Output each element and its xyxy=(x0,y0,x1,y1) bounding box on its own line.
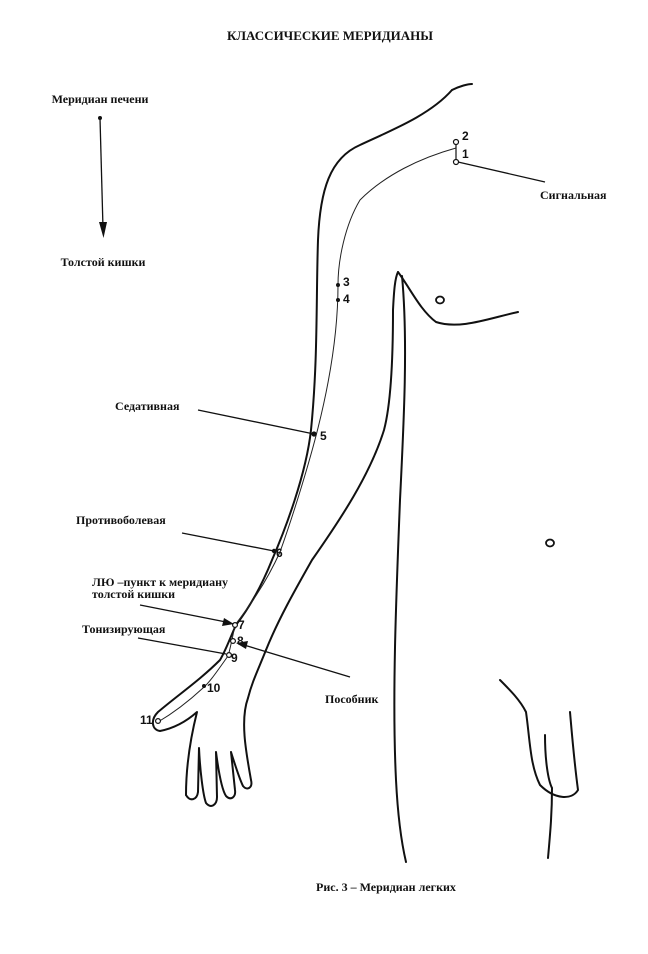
point-2-label: 2 xyxy=(462,129,469,143)
point-9-label: 9 xyxy=(231,651,238,665)
point-8-label: 8 xyxy=(237,634,244,648)
nipple xyxy=(435,295,445,305)
arm-inner-contour xyxy=(265,271,399,651)
analgesic-leader xyxy=(181,532,275,552)
lung-meridian-line xyxy=(157,147,457,723)
point-10-label: 10 xyxy=(207,681,221,695)
point-3-marker xyxy=(336,283,340,287)
point-11-marker xyxy=(155,717,162,724)
point-8-marker xyxy=(230,637,237,644)
signal-leader xyxy=(457,161,546,183)
point-4-label: 4 xyxy=(343,292,350,306)
meridian-points: 2 1 3 4 5 6 7 8 9 10 11 xyxy=(140,129,469,727)
luo-point-leader xyxy=(139,604,227,623)
helper-arrowhead xyxy=(236,641,248,649)
point-6-label: 6 xyxy=(276,546,283,560)
hand-fingers xyxy=(185,649,267,807)
body-outline xyxy=(152,83,579,863)
analgesic-label: Противоболевая xyxy=(76,513,166,527)
flow-arrow-head xyxy=(99,222,107,238)
signal-label: Сигнальная xyxy=(540,188,607,202)
sedative-leader xyxy=(197,409,315,435)
point-10-marker xyxy=(202,684,206,688)
luo-point-label-line1: ЛЮ –пункт к меридиану xyxy=(92,575,228,589)
figure-caption: Рис. 3 – Меридиан легких xyxy=(316,880,456,894)
page-title: КЛАССИЧЕСКИЕ МЕРИДИАНЫ xyxy=(227,28,433,43)
groin-contour xyxy=(499,679,579,798)
chest-contour xyxy=(397,271,519,326)
annotations: Сигнальная Седативная Противоболевая ЛЮ … xyxy=(76,161,607,706)
meridian-flow: Меридиан печени Толстой кишки xyxy=(52,92,149,269)
luo-point-arrowhead xyxy=(222,618,234,626)
genital-contour xyxy=(544,734,553,859)
flow-arrow-line xyxy=(99,117,104,229)
tonifying-label: Тонизирующая xyxy=(82,622,166,636)
point-9-marker xyxy=(226,651,233,658)
torso-side-contour xyxy=(393,275,407,863)
point-1-label: 1 xyxy=(462,147,469,161)
point-5-label: 5 xyxy=(320,429,327,443)
helper-leader xyxy=(243,644,351,678)
arm-outer-contour xyxy=(152,89,453,796)
point-11-label: 11 xyxy=(140,713,153,727)
point-4-marker xyxy=(336,298,340,302)
point-1-marker xyxy=(452,158,460,166)
point-7-label: 7 xyxy=(238,618,245,632)
sedative-label: Седативная xyxy=(115,399,180,413)
shoulder-top xyxy=(451,83,473,91)
luo-point-label-line2: толстой кишки xyxy=(92,587,175,601)
tonifying-leader xyxy=(137,637,227,655)
point-2-marker xyxy=(452,138,460,146)
point-7-marker xyxy=(232,621,239,628)
navel xyxy=(545,538,555,548)
flow-from-label: Меридиан печени xyxy=(52,92,149,106)
flow-to-label: Толстой кишки xyxy=(61,255,146,269)
point-3-label: 3 xyxy=(343,275,350,289)
helper-label: Пособник xyxy=(325,692,378,706)
